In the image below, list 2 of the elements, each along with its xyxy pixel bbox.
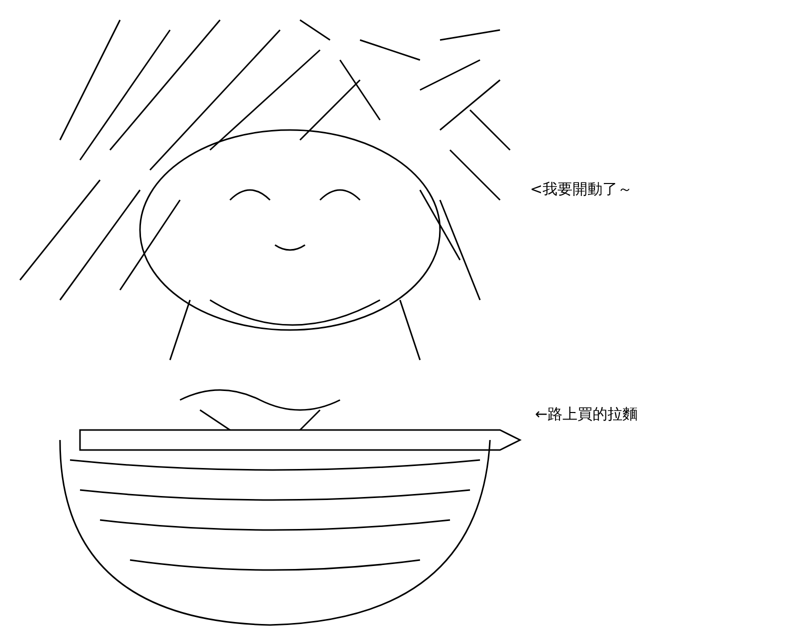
annotation-text: ←路上買的拉麵 <box>535 405 638 424</box>
speech-text: <我要開動了～ <box>530 180 633 199</box>
